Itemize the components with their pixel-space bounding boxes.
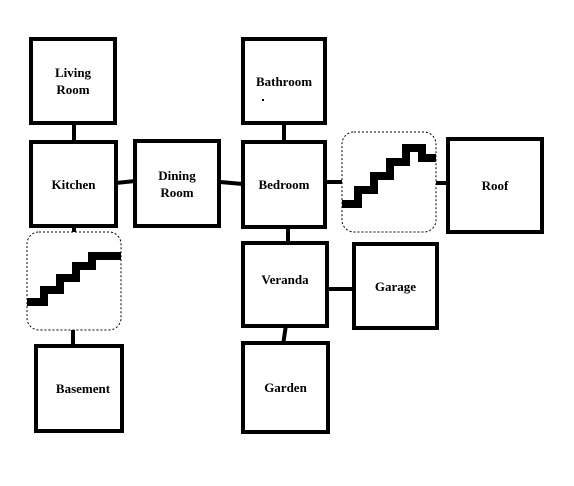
room-label: Garage <box>374 278 417 294</box>
room-bedroom[interactable]: Bedroom <box>241 140 327 229</box>
staircase-down-icon <box>26 231 122 331</box>
room-garden[interactable]: Garden <box>241 341 330 434</box>
connector-dining-bedroom <box>219 180 244 186</box>
room-label: Bathroom <box>255 73 313 89</box>
room-label: Bedroom <box>258 177 310 192</box>
room-living-room[interactable]: Living Room <box>29 37 117 125</box>
room-garage[interactable]: Garage <box>352 242 439 330</box>
room-label: Kitchen <box>51 176 96 192</box>
room-label: Living Room <box>54 65 92 97</box>
room-veranda[interactable]: Veranda <box>241 241 329 328</box>
room-label: Veranda <box>261 272 309 287</box>
room-basement[interactable]: Basement <box>34 344 124 433</box>
room-roof[interactable]: Roof <box>446 137 544 234</box>
room-kitchen[interactable]: Kitchen <box>29 140 118 228</box>
room-bathroom[interactable]: Bathroom <box>241 37 327 125</box>
room-label: Basement <box>55 381 111 396</box>
connector-kitchen-dining <box>115 179 136 185</box>
room-dining-room[interactable]: Dining Room <box>133 139 221 228</box>
room-label: Garden <box>264 380 307 395</box>
room-label: Dining Room <box>158 167 196 200</box>
room-label: Roof <box>481 178 509 193</box>
dot-mark <box>262 99 264 101</box>
staircase-up-icon <box>341 131 437 233</box>
